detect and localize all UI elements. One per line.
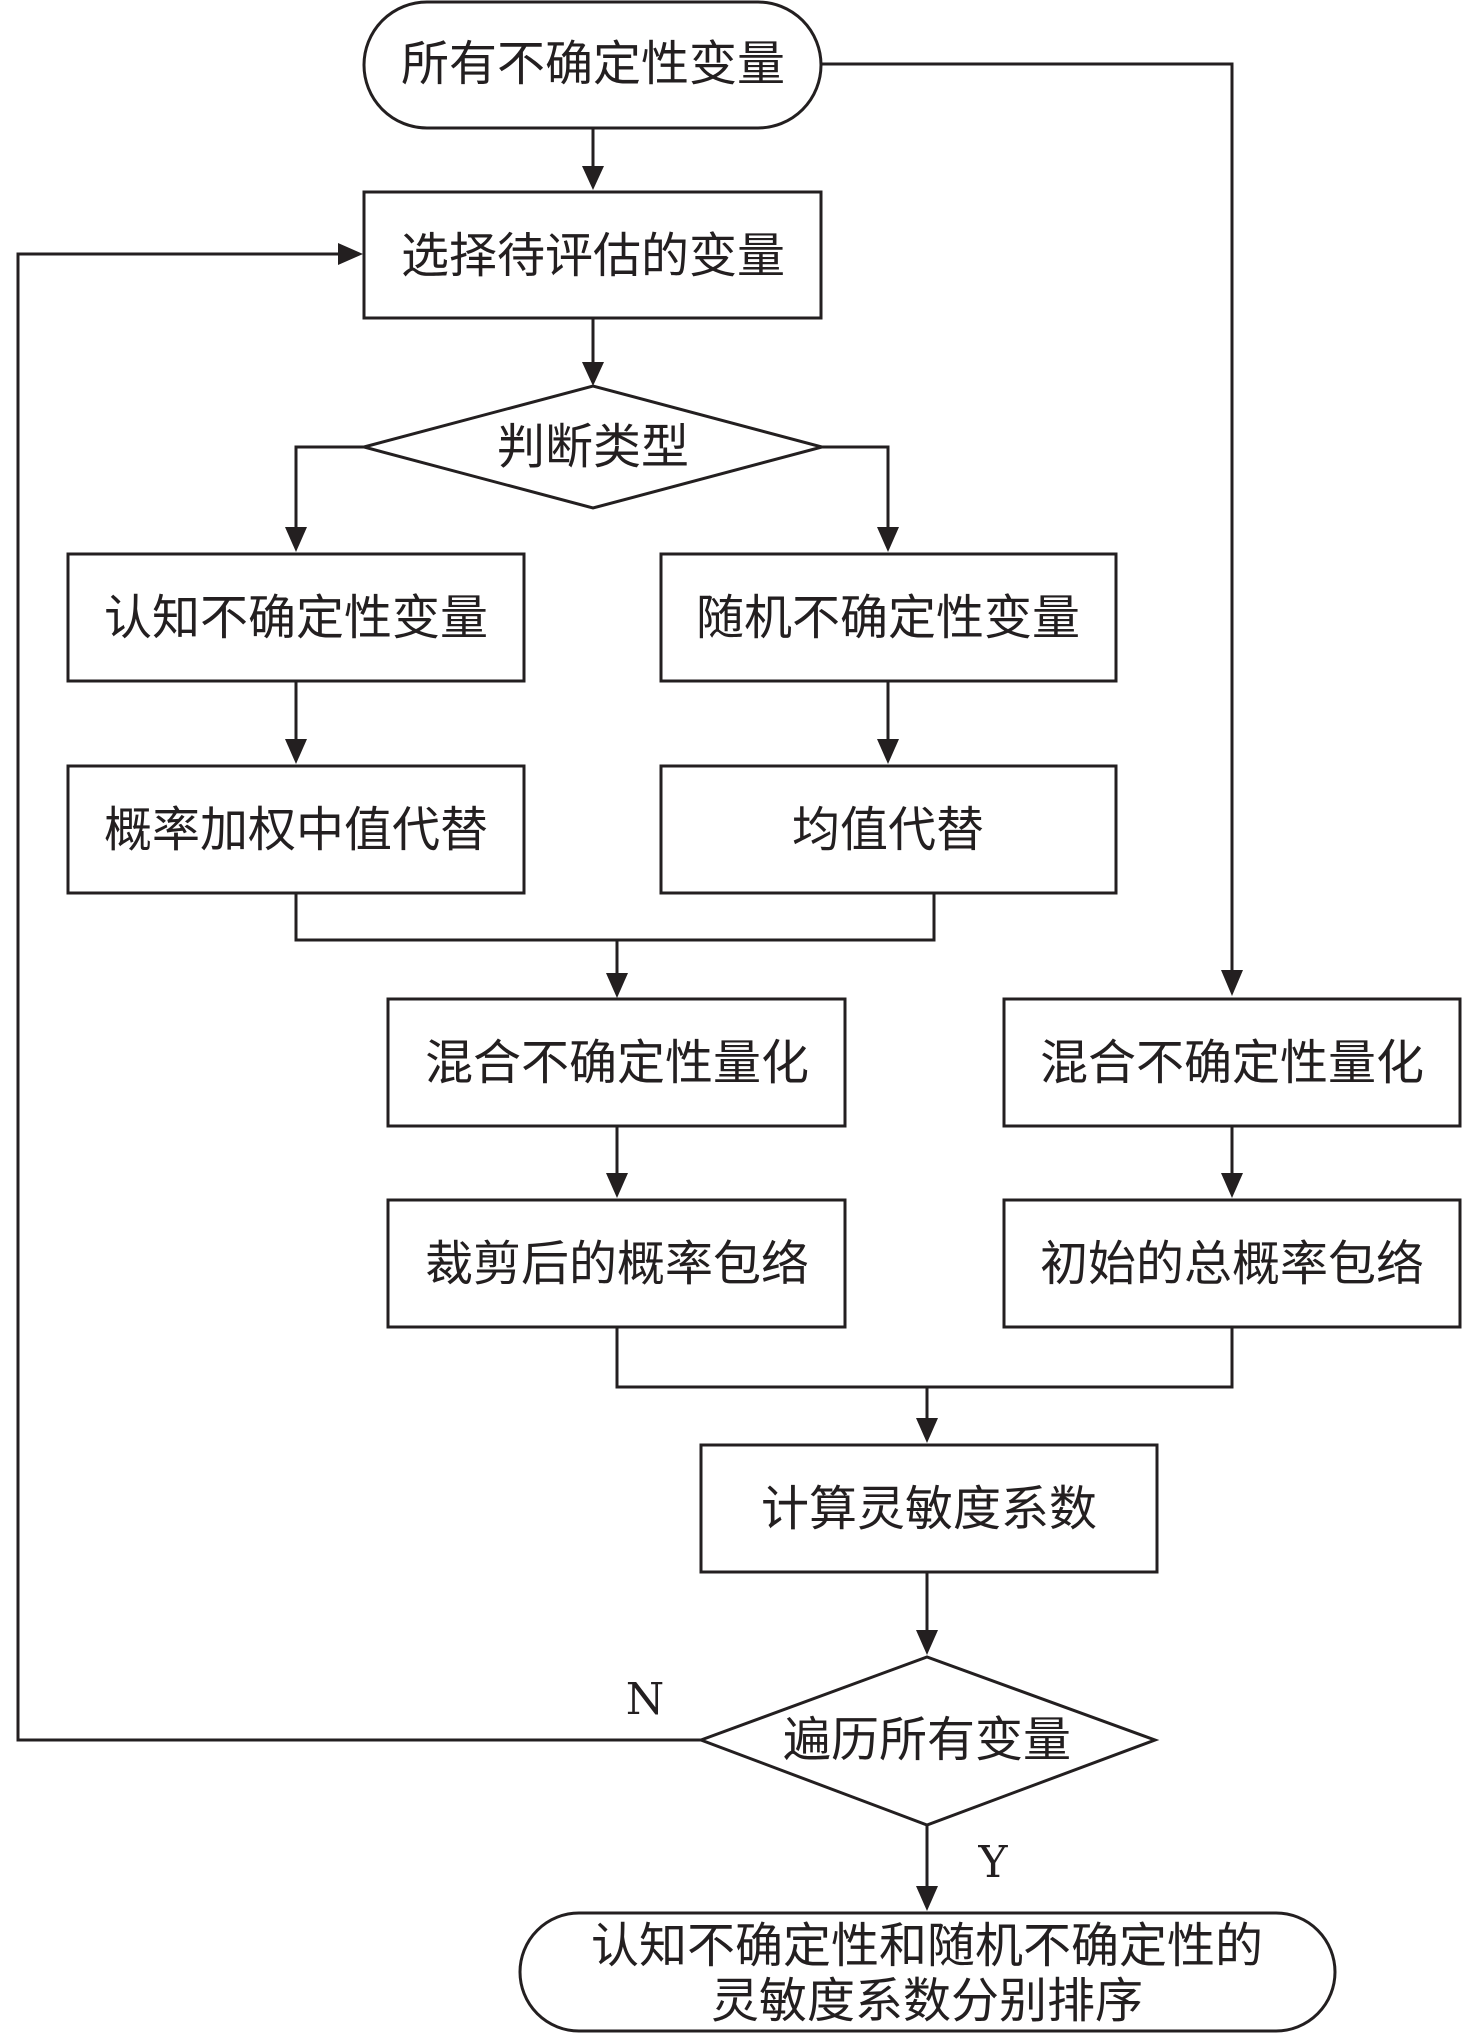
node-traverse-label: 遍历所有变量 [783,1712,1071,1768]
node-end-label-line2: 灵敏度系数分别排序 [711,1973,1143,2029]
node-hybrid-left: 混合不确定性量化 [386,997,847,1128]
node-mean-replace: 均值代替 [659,764,1118,895]
node-initial-label: 初始的总概率包络 [1040,1236,1424,1292]
node-judge-label: 判断类型 [497,419,689,475]
node-end: 认知不确定性和随机不确定性的 灵敏度系数分别排序 [518,1911,1337,2033]
arrow-merge-compute [916,1418,938,1443]
node-hybrid-right: 混合不确定性量化 [1002,997,1462,1128]
node-end-label-line1: 认知不确定性和随机不确定性的 [591,1918,1263,1974]
edge-merge-left [294,893,936,942]
node-prob-weighted-label: 概率加权中值代替 [104,802,488,858]
arrow-hybrid-clipped [606,1173,628,1198]
arrow-judge-aleatory [877,527,899,552]
edge-start-right [821,62,1234,970]
node-prob-weighted: 概率加权中值代替 [66,764,526,895]
edge-label-yes: Y [977,1837,1008,1888]
node-compute-label: 计算灵敏度系数 [761,1481,1097,1537]
node-clipped: 裁剪后的概率包络 [386,1198,847,1329]
arrow-hybridr-initial [1221,1173,1243,1198]
arrow-start-right [1221,970,1243,996]
edge-label-no: N [626,1674,665,1725]
node-mean-replace-label: 均值代替 [792,802,984,858]
node-compute: 计算灵敏度系数 [699,1443,1159,1574]
node-aleatory-label: 随机不确定性变量 [696,590,1080,646]
arrow-merge-hybrid-left [606,973,628,998]
arrow-traverse-end [916,1886,938,1911]
arrow-compute-traverse [916,1630,938,1655]
edge-judge-aleatory [822,445,890,528]
arrow-start-select [582,166,604,190]
node-start: 所有不确定性变量 [362,0,823,130]
node-hybrid-right-label: 混合不确定性量化 [1040,1035,1424,1091]
arrow-traverse-select [338,243,363,265]
arrow-epistemic-weighted [285,739,307,764]
node-clipped-label: 裁剪后的概率包络 [425,1236,809,1292]
node-aleatory: 随机不确定性变量 [659,552,1118,683]
node-epistemic: 认知不确定性变量 [66,552,526,683]
node-select-label: 选择待评估的变量 [401,228,785,284]
arrow-aleatory-mean [877,739,899,764]
node-traverse: 遍历所有变量 [696,1655,1160,1827]
arrow-judge-epistemic [285,527,307,552]
arrow-select-judge [582,362,604,386]
node-select: 选择待评估的变量 [362,190,823,320]
node-initial: 初始的总概率包络 [1002,1198,1462,1329]
node-start-label: 所有不确定性变量 [401,36,785,92]
node-epistemic-label: 认知不确定性变量 [104,590,488,646]
node-judge: 判断类型 [358,384,828,510]
connectors [16,62,1243,1911]
edge-traverse-select [16,252,701,1742]
edge-judge-epistemic [294,445,364,528]
edge-merge-bottom [615,1327,1234,1389]
node-hybrid-left-label: 混合不确定性量化 [425,1035,809,1091]
